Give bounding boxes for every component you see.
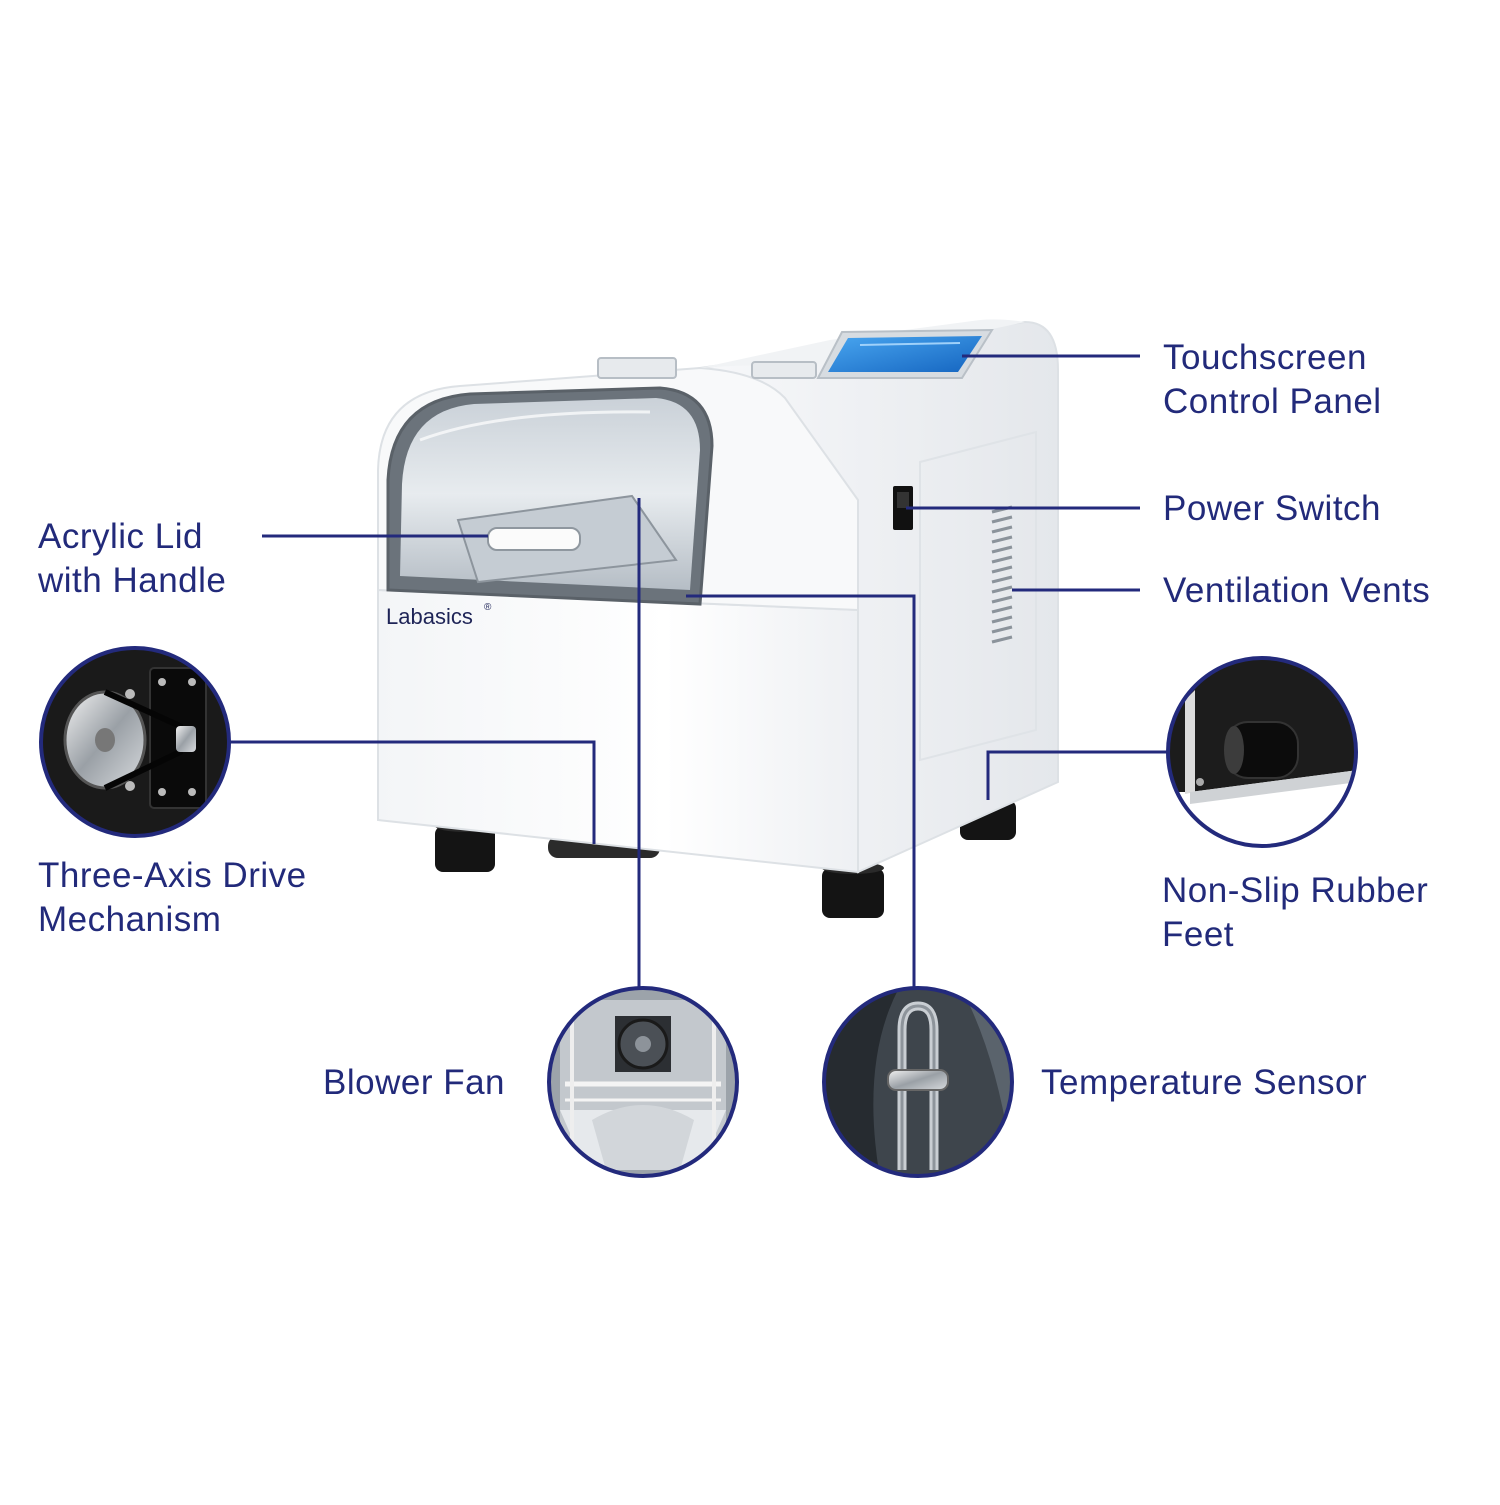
callout-acrylic-lid-line2: with Handle [38,561,227,600]
detail-temperature-sensor [822,986,1014,1178]
shaker-incubator: Labasics ® [377,319,1059,918]
callout-power-switch: Power Switch [1163,487,1381,531]
callout-touchscreen-line2: Control Panel [1163,382,1382,421]
power-switch [893,486,913,530]
detail-blower-fan [547,986,739,1178]
callout-rubber-feet-line1: Non-Slip Rubber [1162,871,1429,910]
detail-rubber-feet [1166,656,1358,848]
callout-acrylic-lid: Acrylic Lid with Handle [38,515,226,603]
lid-handle [487,527,581,551]
callout-three-axis-line2: Mechanism [38,900,222,939]
callout-acrylic-lid-line1: Acrylic Lid [38,517,203,556]
leader-lines [229,354,1168,988]
callout-touchscreen-line1: Touchscreen [1163,338,1367,377]
callout-blower-fan-line1: Blower Fan [323,1063,506,1102]
callout-ventilation: Ventilation Vents [1163,569,1430,613]
detail-three-axis-drive [39,646,231,838]
callout-ventilation-line1: Ventilation Vents [1163,571,1431,610]
brand-registered-mark: ® [484,602,492,613]
callout-rubber-feet-line2: Feet [1162,915,1235,954]
callout-temp-sensor: Temperature Sensor [1041,1061,1367,1105]
callout-three-axis-line1: Three-Axis Drive [38,856,307,895]
callout-touchscreen: Touchscreen Control Panel [1163,336,1382,424]
callout-three-axis: Three-Axis Drive Mechanism [38,854,307,942]
touchscreen-panel [816,328,994,379]
callout-power-switch-line1: Power Switch [1163,489,1382,528]
callout-rubber-feet: Non-Slip Rubber Feet [1162,869,1428,957]
leader-rubber-feet [986,750,1168,800]
leader-temp-sensor [686,594,916,988]
leader-three-axis [229,740,596,844]
brand-logo: Labasics [386,604,473,629]
callout-temp-sensor-line1: Temperature Sensor [1041,1063,1368,1102]
callout-blower-fan: Blower Fan [323,1061,505,1105]
